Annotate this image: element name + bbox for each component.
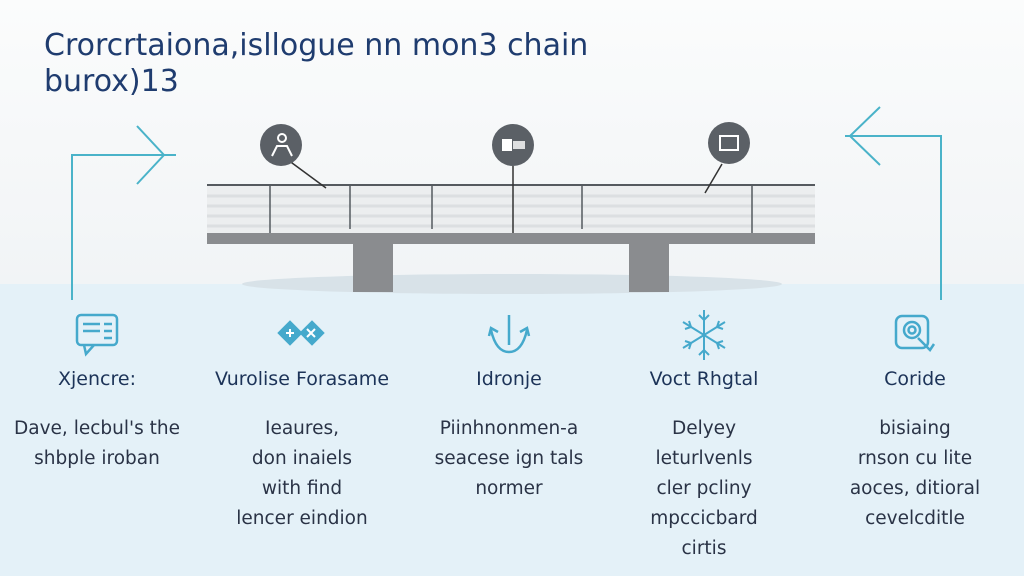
- bridge-shadow: [242, 274, 782, 294]
- column-text: Dave, lecbul's the: [14, 418, 180, 439]
- column-text: cler pcliny: [656, 478, 752, 499]
- scroll-icon: [719, 135, 739, 151]
- column-text: Piinhnonmen-a: [439, 418, 579, 439]
- column-heading: Xjencre:: [58, 368, 136, 390]
- right-arrow: [845, 106, 942, 300]
- water-background: [0, 284, 1024, 576]
- target-badge-icon: [805, 312, 1024, 358]
- info-column: Coride bisiaing rnson cu lite aoces, dit…: [805, 312, 1024, 534]
- anchor-icon: [399, 312, 619, 358]
- column-text: Ieaures,: [265, 418, 339, 439]
- marker-camera: [492, 124, 534, 233]
- bridge-pier: [353, 244, 393, 292]
- snowflake-icon: [594, 310, 814, 360]
- worker-icon: [271, 133, 293, 157]
- column-text: normer: [475, 478, 543, 499]
- column-text: lencer eindion: [236, 508, 368, 529]
- info-column: Vurolise Forasame Ieaures, don inaiels w…: [192, 312, 412, 534]
- column-text: rnson cu lite: [857, 448, 973, 469]
- column-heading: Vurolise Forasame: [214, 368, 390, 390]
- column-text: don inaiels: [251, 448, 353, 469]
- bridge-beam: [207, 233, 815, 244]
- camera-icon: [502, 139, 525, 151]
- column-heading: Coride: [884, 368, 946, 390]
- title-line-1: Crorcrtaiona,isllogue nn mon3 chain: [44, 28, 589, 63]
- column-text: bisiaing: [879, 418, 951, 439]
- title-line-2: burox)13: [44, 64, 179, 99]
- document-chat-icon: [0, 312, 207, 358]
- left-arrow: [71, 125, 176, 300]
- info-column: Voct Rhgtal Delyey leturlvenls cler pcli…: [594, 310, 814, 564]
- marker-scroll: [704, 122, 750, 194]
- bridge-pier: [629, 244, 669, 292]
- info-column: Xjencre: Dave, lecbul's the shbple iroba…: [0, 312, 207, 474]
- marker-worker: [260, 124, 327, 189]
- column-text: mpccicbard: [650, 508, 758, 529]
- column-heading: Idronje: [476, 368, 542, 390]
- column-text: cevelcditle: [865, 508, 965, 529]
- column-text: leturlvenls: [655, 448, 753, 469]
- column-text: with find: [261, 478, 343, 499]
- page-title: Crorcrtaiona,isllogue nn mon3 chain buro…: [44, 28, 588, 100]
- column-text: shbple iroban: [34, 448, 160, 469]
- column-heading: Voct Rhgtal: [649, 368, 759, 390]
- diamond-tools-icon: [192, 312, 412, 358]
- info-column: Idronje Piinhnonmen-a seacese ign tals n…: [399, 312, 619, 504]
- column-text: aoces, ditioral: [849, 478, 981, 499]
- column-text: seacese ign tals: [434, 448, 584, 469]
- column-text: Delyey: [671, 418, 737, 439]
- column-text: cirtis: [681, 538, 727, 559]
